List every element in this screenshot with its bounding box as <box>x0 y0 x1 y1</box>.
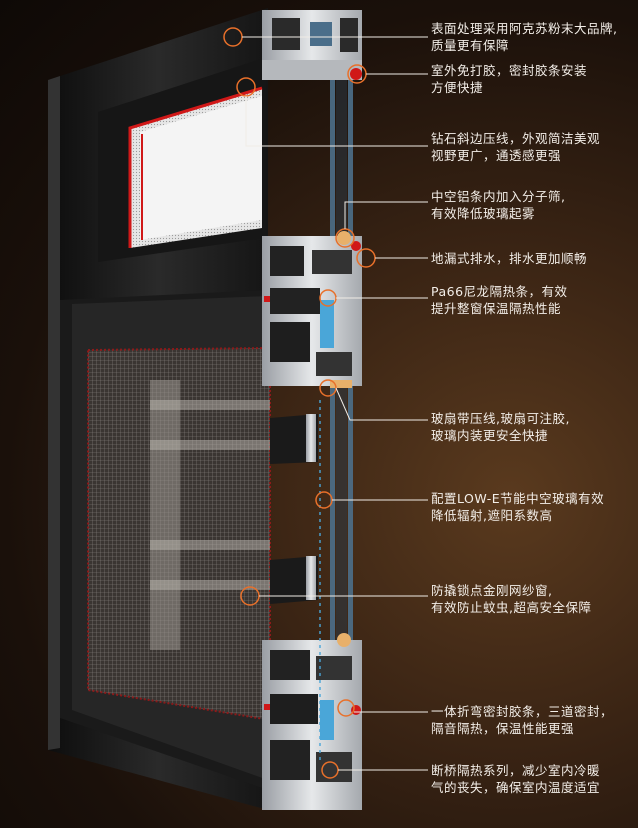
callout-seal-strip: 室外免打胶，密封胶条安装 方便快捷 <box>431 63 588 95</box>
callout-security-screen: 防撬锁点金刚网纱窗, 有效防止蚊虫,超高安全保障 <box>431 583 592 615</box>
callout-surface-treatment: 表面处理采用阿克苏粉末大品牌, 质量更有保障 <box>431 21 618 53</box>
callout-lowe-glass: 配置LOW-E节能中空玻璃有效 降低辐射,遮阳系数高 <box>431 491 605 523</box>
callout-bevel-bead: 钻石斜边压线，外观简洁美观 视野更广，通透感更强 <box>431 131 601 163</box>
glass-pane <box>330 80 335 780</box>
callout-glazing-bead: 玻扇带压线,玻扇可注胶, 玻璃内装更安全快捷 <box>431 411 570 443</box>
callout-thermal-break: Pa66尼龙隔热条，有效 提升整窗保温隔热性能 <box>431 284 568 316</box>
callout-broken-bridge: 断桥隔热系列，减少室内冷暖 气的丧失，确保室内温度适宜 <box>431 763 601 795</box>
callout-triple-seal: 一体折弯密封胶条，三道密封， 隔音隔热，保温性能更强 <box>431 704 614 736</box>
callout-molecular-sieve: 中空铝条内加入分子筛, 有效降低玻璃起雾 <box>431 189 566 221</box>
callout-drainage: 地漏式排水，排水更加顺畅 <box>431 251 588 266</box>
